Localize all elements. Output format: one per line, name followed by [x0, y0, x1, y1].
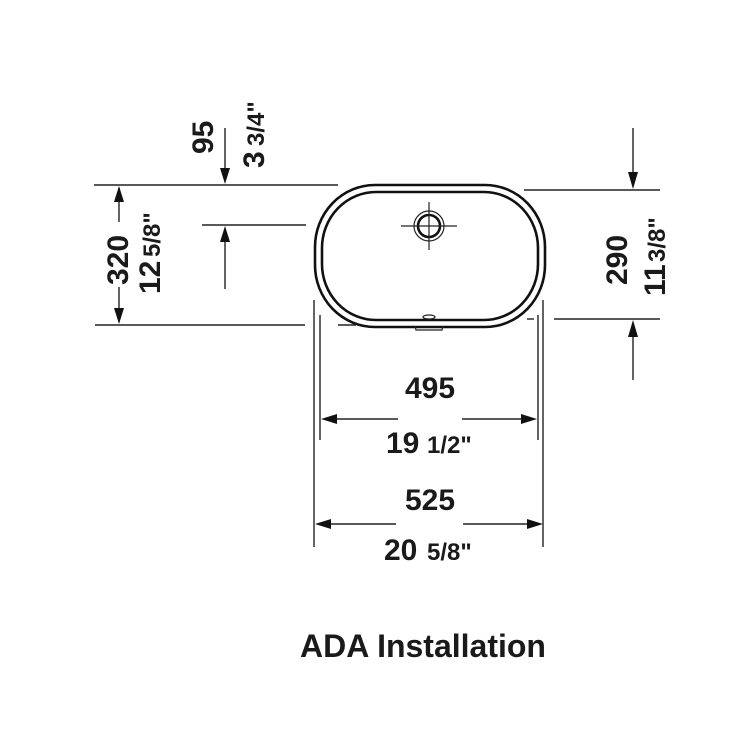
dim-outer-width-mm: 525	[405, 484, 455, 517]
diagram-title: ADA Installation	[300, 628, 546, 664]
dim-outer-width-inch-whole: 20	[384, 534, 417, 567]
dim-overflow-offset-inch-whole: 3	[238, 151, 271, 168]
dim-overflow-offset-inch-frac: 3/4"	[243, 101, 270, 146]
left-extension-lines	[94, 184, 356, 326]
overflow-tab	[414, 325, 444, 331]
dim-inner-width-mm: 495	[405, 372, 455, 405]
dim-inner-width-arrows	[321, 414, 537, 424]
dim-inner-depth-inch-frac: 3/8"	[644, 217, 671, 262]
basin-inner-rim	[320, 190, 540, 322]
dim-inner-depth-inch: 11 3/8"	[639, 217, 672, 296]
bottom-extension-lines	[313, 300, 544, 547]
dim-outer-width-arrows	[315, 519, 543, 529]
basin-outline	[313, 183, 547, 331]
dim-outer-depth-mm: 320	[102, 235, 135, 285]
dim-overflow-offset-inch: 3 3/4"	[238, 101, 271, 168]
dim-inner-depth-mm: 290	[601, 235, 634, 285]
dim-overflow-offset-arrow	[220, 128, 230, 184]
dim-outer-depth-inch: 12 5/8"	[134, 212, 167, 294]
dim-inner-depth-inch-whole: 11	[639, 264, 672, 296]
dim-inner-depth-arrows	[628, 128, 638, 380]
dim-inner-width-inch-whole: 19	[386, 427, 419, 460]
dim-inner-width-inch: 19 1/2"	[386, 427, 472, 460]
dim-inner-width-inch-frac: 1/2"	[427, 432, 472, 459]
right-extension-lines	[524, 189, 660, 320]
dim-outer-width-inch: 20 5/8"	[384, 534, 472, 567]
dim-outer-depth-arrows	[114, 186, 124, 324]
overflow-slot	[422, 314, 436, 320]
dim-outer-width-inch-frac: 5/8"	[427, 539, 472, 566]
basin-outer-rim	[313, 183, 547, 329]
dim-outer-depth-inch-whole: 12	[134, 261, 167, 294]
drain-icon	[401, 202, 457, 250]
dim-overflow-offset-mm: 95	[187, 121, 220, 154]
inner-reference-arrow	[220, 226, 230, 289]
dim-outer-depth-inch-frac: 5/8"	[139, 212, 166, 257]
